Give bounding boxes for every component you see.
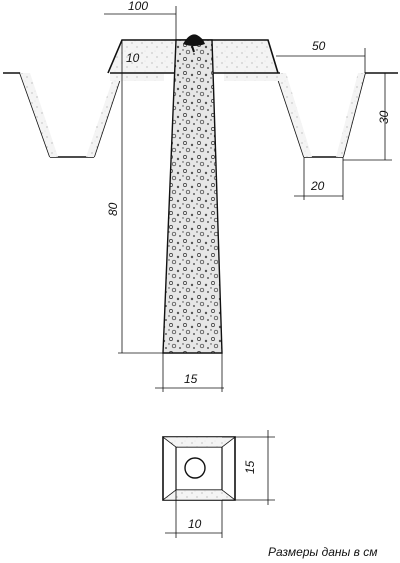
gravel-drain-column — [162, 34, 223, 354]
dim-ditch-bottom-width: 20 — [310, 179, 325, 193]
dim-post-base-width: 15 — [184, 372, 198, 386]
dim-post-depth: 80 — [106, 202, 120, 216]
dim-plan-side: 15 — [243, 460, 257, 474]
dim-top-width: 100 — [128, 0, 148, 13]
dimension-lines — [104, 6, 395, 392]
post-plan-view — [162, 430, 275, 538]
dim-mound-height: 10 — [126, 51, 140, 65]
caption-units: Размеры даны в см — [268, 545, 378, 559]
soil-hatching — [20, 73, 365, 157]
dim-ditch-depth: 30 — [377, 110, 391, 124]
dim-ditch-top-width: 50 — [312, 39, 326, 53]
dim-plan-inner: 10 — [188, 517, 202, 531]
